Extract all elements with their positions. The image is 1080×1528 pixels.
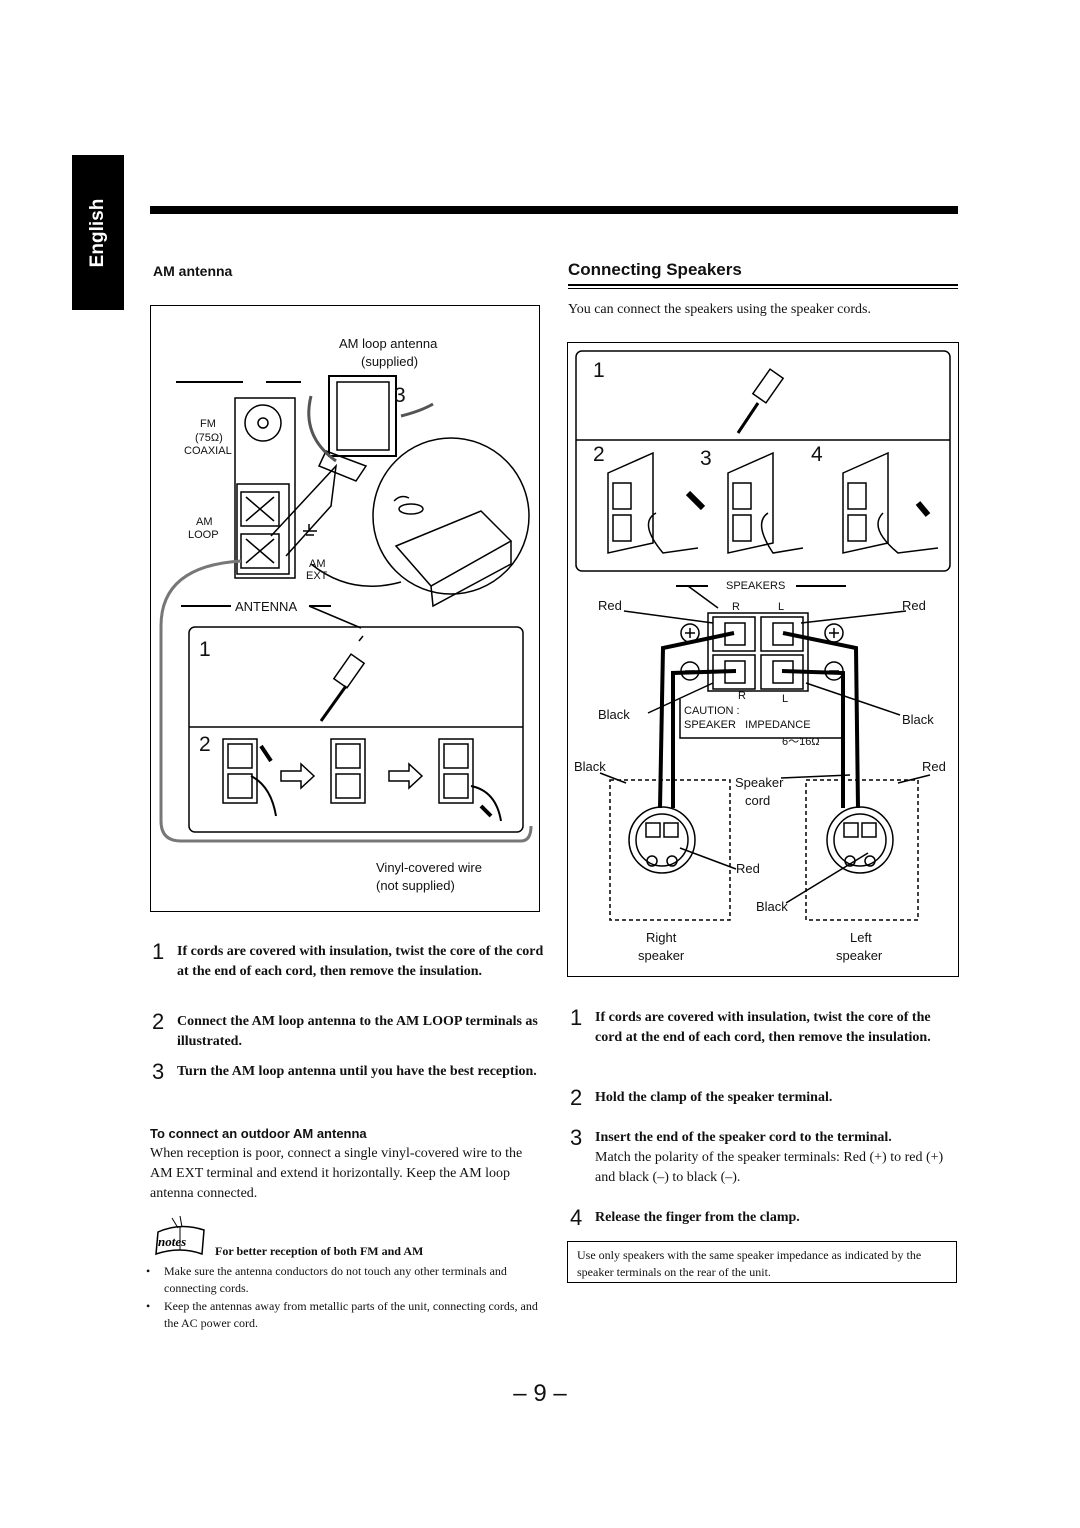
figure-step-2: 2 — [199, 733, 211, 756]
title-rule — [568, 288, 958, 289]
language-label: English — [87, 198, 108, 267]
note-item: •Make sure the antenna conductors do not… — [146, 1264, 507, 1295]
red-label-middle: Red — [736, 861, 760, 876]
fm-label: FM — [200, 418, 216, 430]
black-label-middle: Black — [756, 899, 788, 914]
intro-text: You can connect the speakers using the s… — [568, 302, 871, 317]
am-loop-antenna-label: AM loop antenna — [339, 336, 438, 351]
figure-step-1: 1 — [199, 638, 211, 661]
am-ext-label-2: EXT — [306, 570, 328, 582]
figure-step-2: 2 — [593, 443, 605, 466]
impedance-note-box: Use only speakers with the same speaker … — [567, 1241, 957, 1283]
page-number: – 9 – — [513, 1380, 567, 1407]
red-label-left: Red — [598, 598, 622, 613]
figure-step-3: 3 — [700, 447, 712, 470]
right-step-1: 1 If cords are covered with insulation, … — [570, 1005, 931, 1046]
loop-label: LOOP — [188, 529, 219, 541]
caution-label: CAUTION : — [684, 705, 740, 717]
antenna-label: ANTENNA — [235, 599, 298, 614]
section-title: Connecting Speakers — [568, 260, 742, 279]
speakers-diagram — [575, 350, 951, 921]
outdoor-antenna-text: When reception is poor, connect a single… — [150, 1146, 523, 1201]
left-step-2: 2 Connect the AM loop antenna to the AM … — [152, 1009, 538, 1050]
right-speaker-label-1: Right — [646, 930, 677, 945]
outdoor-antenna-heading: To connect an outdoor AM antenna — [150, 1126, 367, 1141]
notes-icon-text: notes — [158, 1234, 186, 1249]
notes-icon: notes — [152, 1214, 212, 1258]
not-supplied-label: (not supplied) — [376, 878, 455, 893]
l-label-bottom: L — [782, 693, 789, 705]
notes-heading: For better reception of both FM and AM — [215, 1244, 424, 1258]
note-item: •Keep the antennas away from metallic pa… — [146, 1299, 538, 1330]
am-ext-label-1: AM — [309, 558, 326, 570]
speaker-impedance-label: SPEAKER IMPEDANCE — [684, 719, 811, 731]
speaker-cord-label-2: cord — [745, 793, 771, 808]
r-label-top: R — [732, 601, 740, 613]
black-label-left: Black — [598, 707, 630, 722]
ohm-label: (75Ω) — [195, 432, 223, 444]
red-label-far-right: Red — [922, 759, 946, 774]
l-label-top: L — [778, 601, 785, 613]
r-label-bottom: R — [738, 690, 746, 702]
red-label-right: Red — [902, 598, 926, 613]
am-antenna-figure: AM loop antenna (supplied) 3 FM (75Ω) CO… — [150, 305, 540, 912]
am-antenna-heading: AM antenna — [153, 263, 233, 279]
figure-step-1: 1 — [593, 359, 605, 382]
left-step-3: 3 Turn the AM loop antenna until you hav… — [152, 1059, 537, 1084]
left-speaker-label-1: Left — [850, 930, 872, 945]
black-label-right: Black — [902, 712, 934, 727]
am-antenna-diagram — [159, 375, 533, 843]
right-step-2: 2 Hold the clamp of the speaker terminal… — [570, 1085, 833, 1110]
figure-step-4: 4 — [811, 443, 823, 466]
speakers-label: SPEAKERS — [726, 580, 786, 592]
language-tab: English — [72, 155, 124, 310]
right-step-4: 4 Release the finger from the clamp. — [570, 1205, 800, 1230]
vinyl-wire-label: Vinyl-covered wire — [376, 860, 482, 875]
left-speaker-label-2: speaker — [836, 948, 883, 963]
ohms-label: 6～16Ω — [782, 736, 820, 748]
title-rule — [568, 284, 958, 286]
speaker-cord-label-1: Speaker — [735, 775, 784, 790]
right-speaker-label-2: speaker — [638, 948, 685, 963]
black-label-far-left: Black — [574, 759, 606, 774]
right-step-3: 3 Insert the end of the speaker cord to … — [570, 1125, 944, 1186]
supplied-label: (supplied) — [361, 354, 419, 369]
top-rule — [150, 206, 958, 214]
figure-step-3: 3 — [394, 384, 406, 407]
am-label: AM — [196, 516, 213, 528]
coaxial-label: COAXIAL — [184, 445, 232, 457]
speakers-figure: 1 2 3 4 SPEAKERS Red Red R L R L Black B… — [567, 342, 959, 977]
notes-list: •Make sure the antenna conductors do not… — [146, 1263, 546, 1332]
left-step-1: 1 If cords are covered with insulation, … — [152, 939, 544, 980]
